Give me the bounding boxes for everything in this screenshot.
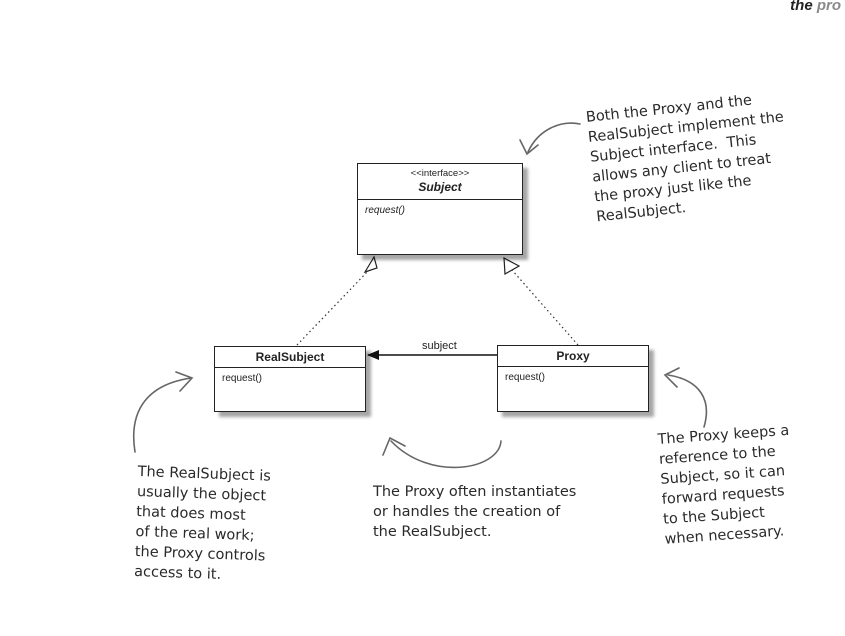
realization-line-realsubject [296, 269, 370, 346]
note-realsubject: The RealSubject is usually the object th… [133, 463, 272, 583]
realsubject-class-box: RealSubject request() [214, 346, 366, 412]
note-proxy-reference: The Proxy keeps a reference to the Subje… [657, 422, 790, 548]
subject-operation: request() [365, 205, 406, 216]
realization-line-proxy [511, 269, 579, 346]
realization-arrowhead-right [503, 256, 521, 275]
subject-interface-box: <<interface>> Subject request() [357, 163, 523, 255]
note-proxy-creation: The Proxy often instantiates or handles … [373, 484, 577, 540]
proxy-class-name: Proxy [498, 346, 648, 367]
pointer-arrow-realsubject [133, 377, 192, 453]
pointer-arrow-interface [527, 122, 581, 153]
realization-arrowhead-left [363, 255, 378, 274]
subject-header: <<interface>> Subject [358, 164, 522, 200]
interface-stereotype: <<interface>> [410, 168, 470, 179]
association-label: subject [422, 340, 457, 352]
note-interface: Both the Proxy and the RealSubject imple… [585, 92, 785, 226]
realsubject-operation: request() [222, 373, 263, 384]
pointer-arrow-realsubject-head [175, 371, 194, 392]
page-header: the pro [790, 0, 841, 14]
pointer-arrow-interface-head [519, 139, 539, 156]
pointer-arrow-proxy-reference-head [663, 367, 680, 388]
pointer-arrow-proxy-creation-head [382, 436, 406, 456]
pointer-arrow-proxy-reference [667, 374, 708, 428]
subject-class-name: Subject [418, 180, 462, 194]
realsubject-class-name: RealSubject [215, 347, 365, 368]
proxy-class-box: Proxy request() [497, 345, 649, 412]
header-word-the: the [790, 0, 813, 14]
header-word-pro: pro [816, 0, 841, 14]
pointer-arrow-proxy-creation [390, 440, 502, 469]
proxy-operation: request() [505, 372, 546, 383]
